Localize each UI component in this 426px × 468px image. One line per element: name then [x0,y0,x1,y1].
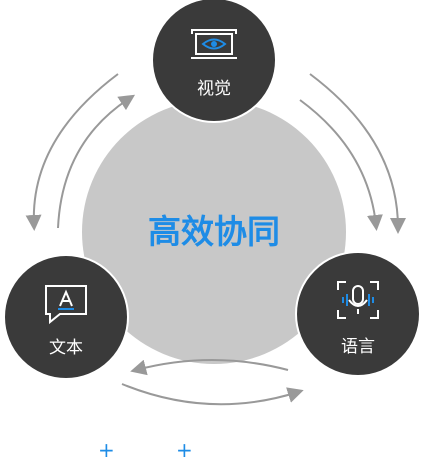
node-vision-label: 视觉 [197,79,231,99]
node-text-label: 文本 [49,338,83,358]
node-speech-label: 语言 [341,337,375,357]
eye-monitor-icon [191,29,237,59]
arrow-right-inner [299,99,383,231]
plus-mark-1: + [98,438,115,462]
arrow-bottom-upper [130,359,289,376]
microphone-icon [337,281,379,319]
arrow-left-inner [57,94,136,229]
center-label: 高效协同 [148,212,280,251]
plus-mark-2: + [176,438,193,462]
center-circle [82,100,346,364]
node-vision: 视觉 [151,0,277,123]
node-speech: 语言 [295,251,421,377]
text-a-icon [45,285,87,325]
node-text: 文本 [3,254,129,380]
arrow-left-outer [25,73,119,231]
arrow-right-outer [309,73,406,234]
arrow-bottom-lower [121,383,304,406]
